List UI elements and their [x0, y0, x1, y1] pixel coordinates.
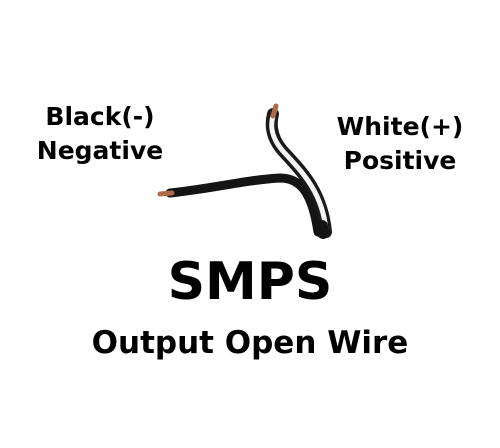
page-subtitle: Output Open Wire — [91, 325, 409, 361]
white-wire-label-line-2: Positive — [343, 146, 457, 175]
cable-end — [316, 220, 329, 239]
white-wire-outline — [265, 108, 332, 238]
white-wire-copper-tip — [270, 103, 279, 119]
black-wire-label-line-2: Negative — [36, 136, 164, 165]
black-wire-label-line-1: Black(-) — [45, 102, 155, 131]
white-wire — [269, 113, 329, 233]
page-title: SMPS — [167, 252, 333, 312]
black-wire-label: Black(-) Negative — [20, 100, 180, 168]
black-wire-copper-tip — [157, 190, 175, 197]
black-wire — [165, 173, 323, 237]
white-wire-label: White(+) Positive — [320, 110, 480, 178]
white-wire-label-line-1: White(+) — [336, 112, 464, 141]
